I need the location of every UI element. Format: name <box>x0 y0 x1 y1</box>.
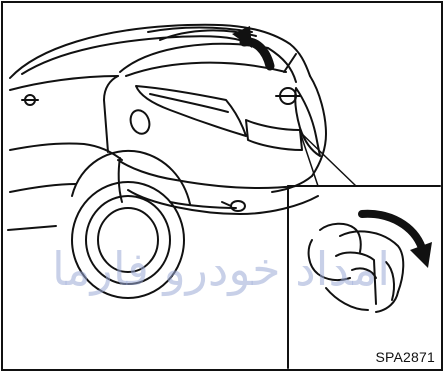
license-plate-recess <box>246 120 302 150</box>
side-emblem <box>22 95 38 105</box>
fuel-door <box>127 108 152 137</box>
tail-light-right <box>295 88 320 156</box>
exhaust-pipe <box>222 201 245 211</box>
reference-code: SPA2871 <box>375 349 435 365</box>
car-body <box>8 76 326 230</box>
release-handle-detail <box>309 224 404 312</box>
tail-light-left <box>136 86 246 136</box>
rear-wheel <box>72 151 190 298</box>
tail-light-left-inner <box>150 94 228 112</box>
